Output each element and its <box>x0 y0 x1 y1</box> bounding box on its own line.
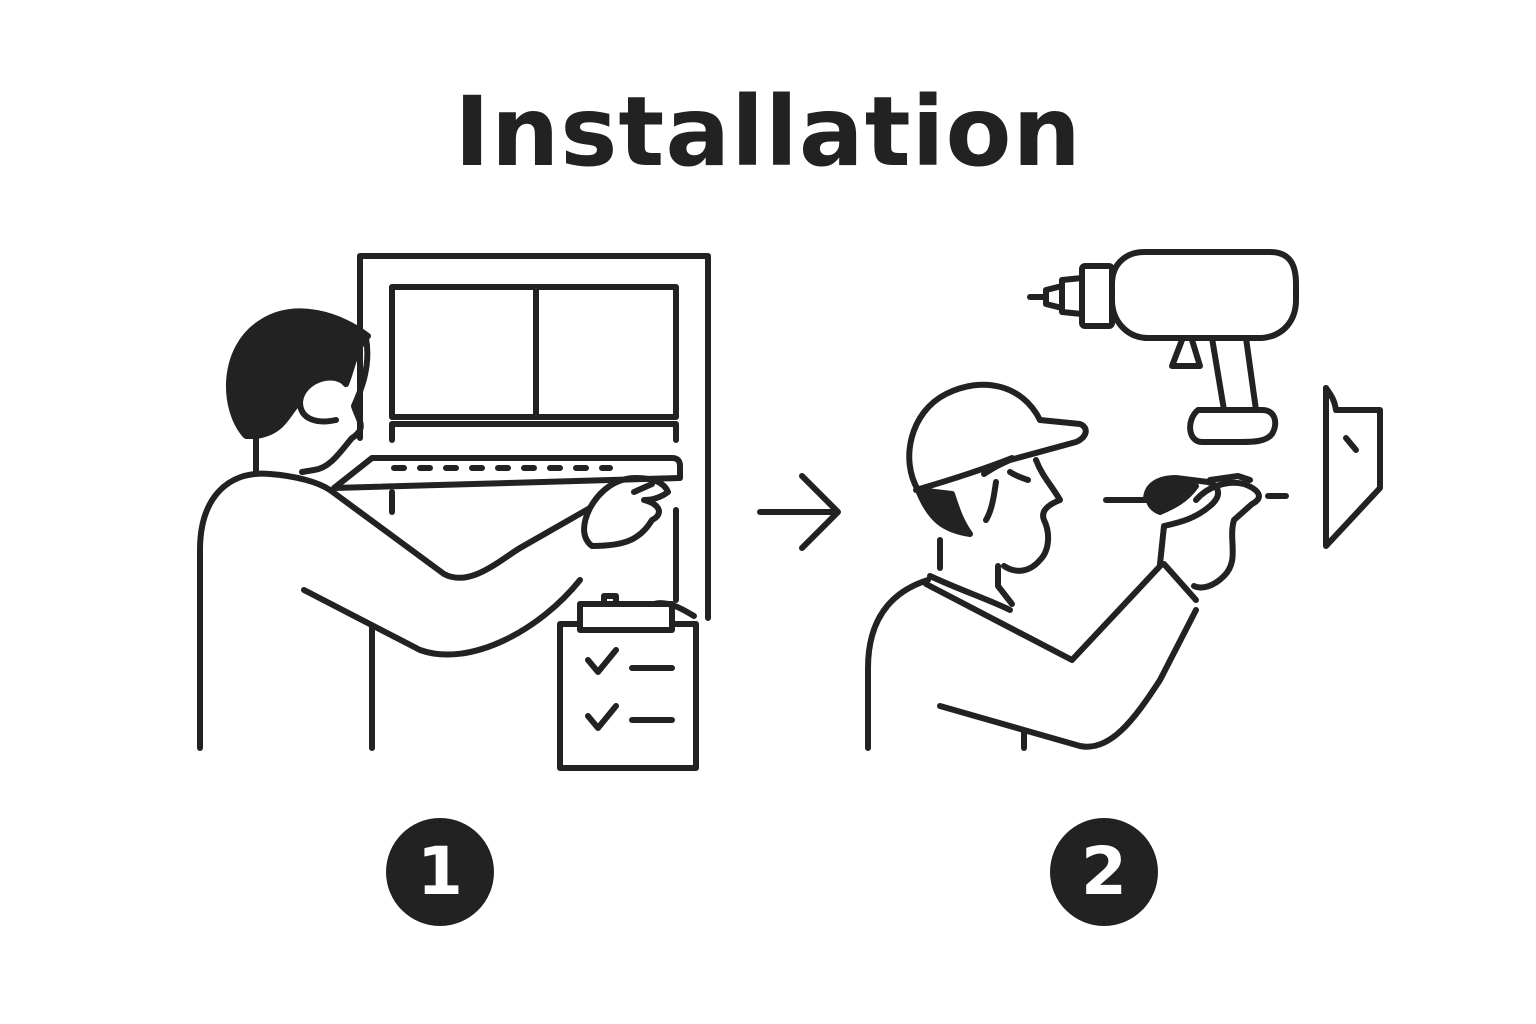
window-frame-icon <box>357 253 711 621</box>
step-1-illustration <box>197 253 711 771</box>
person-icon <box>197 308 671 751</box>
step-2-badge: 2 <box>1050 818 1158 926</box>
worker-with-cap-icon <box>865 381 1262 751</box>
power-drill-icon <box>1027 249 1299 445</box>
step-2-illustration <box>865 249 1383 751</box>
measuring-tape-icon <box>331 455 683 491</box>
screwdriver-icon <box>1103 493 1303 503</box>
step-1-badge: 1 <box>386 818 494 926</box>
checklist-clipboard-icon <box>557 593 699 771</box>
page-title: Installation <box>454 76 1082 188</box>
wall-bracket-icon <box>1323 385 1383 549</box>
arrow-right-icon <box>757 473 841 551</box>
